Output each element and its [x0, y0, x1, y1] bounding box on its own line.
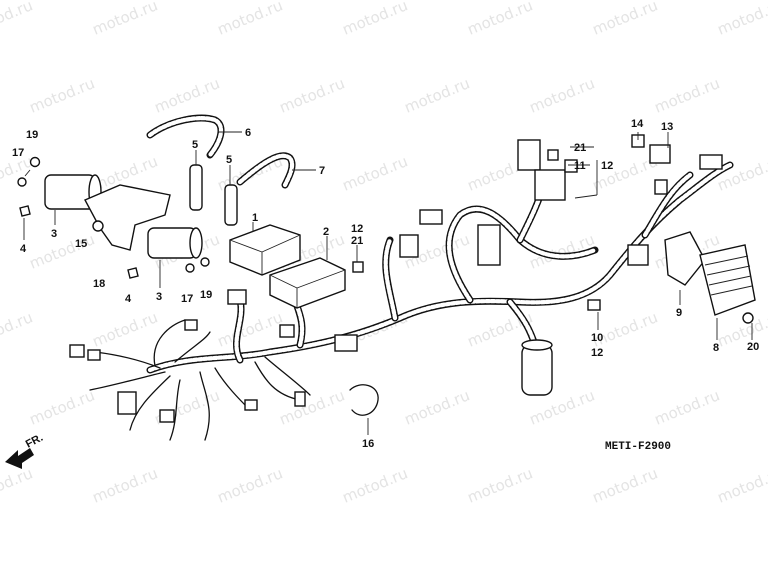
label-3a: 3 — [51, 228, 57, 240]
watermark-text-35: motod.ru — [277, 386, 348, 428]
parts-6-7-spark-plug-wires — [146, 114, 296, 189]
watermark-text-38: motod.ru — [652, 386, 723, 428]
watermark-text-2: motod.ru — [215, 0, 286, 39]
front-wire-branches — [69, 289, 358, 441]
watermark-text-45: motod.ru — [715, 464, 768, 506]
part-5-plug-caps — [189, 164, 238, 226]
label-9: 9 — [676, 307, 682, 319]
label-5b: 5 — [226, 154, 232, 166]
label-15: 15 — [75, 238, 87, 250]
part-2-module — [269, 257, 346, 309]
label-4a: 4 — [20, 243, 27, 255]
watermark-text-31: motod.ru — [590, 308, 661, 350]
watermark-text-32: motod.ru — [715, 308, 768, 350]
watermark-text-1: motod.ru — [90, 0, 161, 39]
diagram-code: METI-F2900 — [605, 441, 671, 453]
watermark-text-27: motod.ru — [90, 308, 161, 350]
label-11: 11 — [574, 160, 586, 172]
watermark-text-39: motod.ru — [0, 464, 35, 506]
part-9-bracket-plate — [664, 231, 706, 286]
watermark-text-5: motod.ru — [590, 0, 661, 39]
label-5a: 5 — [192, 139, 198, 151]
label-17a: 17 — [12, 147, 24, 159]
watermark-text-11: motod.ru — [527, 74, 598, 116]
watermark-text-9: motod.ru — [277, 74, 348, 116]
watermark-text-43: motod.ru — [465, 464, 536, 506]
condenser — [521, 339, 553, 396]
watermark-text-6: motod.ru — [715, 0, 768, 39]
watermark-text-3: motod.ru — [340, 0, 411, 39]
watermark-text-4: motod.ru — [465, 0, 536, 39]
leader-lines — [23, 131, 753, 435]
label-14: 14 — [631, 118, 644, 130]
part-20-bolt — [742, 312, 754, 324]
watermark-text-42: motod.ru — [340, 464, 411, 506]
label-19b: 19 — [200, 289, 212, 301]
label-17b: 17 — [181, 293, 193, 305]
front-label: FR. — [24, 432, 45, 451]
label-10: 10 — [591, 332, 603, 344]
part-1-control-unit — [229, 224, 301, 276]
label-1: 1 — [252, 212, 258, 224]
label-8: 8 — [713, 342, 719, 354]
watermark-text-44: motod.ru — [590, 464, 661, 506]
watermark-text-7: motod.ru — [27, 74, 98, 116]
part-3-ignition-coils — [44, 174, 203, 259]
watermark-text-41: motod.ru — [215, 464, 286, 506]
label-13: 13 — [661, 121, 673, 133]
parts-relays-and-connectors — [352, 134, 723, 311]
watermark-text-33: motod.ru — [27, 386, 98, 428]
part-8-regulator-rectifier — [699, 244, 756, 316]
watermark-text-16: motod.ru — [340, 152, 411, 194]
label-16: 16 — [362, 438, 374, 450]
front-direction-arrow — [5, 448, 34, 469]
watermark-text-10: motod.ru — [402, 74, 473, 116]
label-12a: 12 — [351, 223, 363, 235]
label-7: 7 — [319, 165, 325, 177]
callout-labels: 1 2 3 3 4 4 5 5 6 7 8 9 10 11 12 12 12 1… — [12, 118, 759, 453]
watermark-text-12: motod.ru — [652, 74, 723, 116]
watermark-text-8: motod.ru — [152, 74, 223, 116]
watermark-text-28: motod.ru — [215, 308, 286, 350]
part-16-harness-clamp — [349, 384, 379, 416]
watermark-text-20: motod.ru — [27, 230, 98, 272]
label-12c: 12 — [601, 160, 613, 172]
label-20: 20 — [747, 341, 759, 353]
label-19a: 19 — [26, 129, 38, 141]
watermark-text-36: motod.ru — [402, 386, 473, 428]
label-4b: 4 — [125, 293, 132, 305]
label-18: 18 — [93, 278, 105, 290]
label-21b: 21 — [574, 142, 586, 154]
label-12b: 12 — [591, 347, 603, 359]
watermark-text-40: motod.ru — [90, 464, 161, 506]
fasteners — [17, 156, 210, 279]
label-3b: 3 — [156, 291, 162, 303]
label-21a: 21 — [351, 235, 363, 247]
label-6: 6 — [245, 127, 251, 139]
watermark-text-19: motod.ru — [715, 152, 768, 194]
part-15-coil-bracket — [84, 184, 171, 251]
label-2: 2 — [323, 226, 329, 238]
watermark-text-26: motod.ru — [0, 308, 35, 350]
watermark-text-0: motod.ru — [0, 0, 35, 39]
